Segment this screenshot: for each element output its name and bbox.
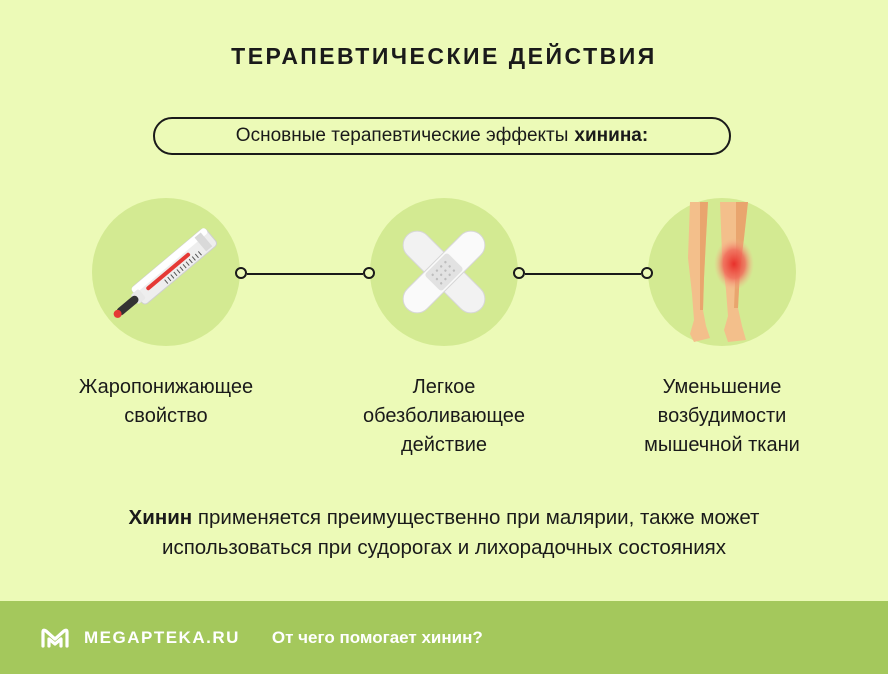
logo-icon (41, 628, 69, 648)
bandage-icon (402, 230, 486, 314)
effect-circle-fever (92, 198, 240, 346)
connector-line (247, 273, 363, 275)
footer-bar: MEGAPTEKA.RU От чего помогает хинин? (0, 601, 888, 674)
effect-label-fever: Жаропонижающее свойство (78, 376, 254, 427)
summary-bold: Хинин (128, 506, 193, 529)
connector-dot (363, 267, 375, 279)
connector-dot (235, 267, 247, 279)
effect-circle-muscle (648, 198, 796, 346)
thermometer-icon (113, 228, 218, 318)
leg-icon (688, 202, 754, 342)
connector-line (525, 273, 641, 275)
subtitle-pill: Основные терапевтические эффекты хинина: (153, 117, 731, 155)
summary-text: Хинин применяется преимущественно при ма… (128, 506, 760, 559)
subtitle-text: Основные терапевтические эффекты (235, 125, 569, 146)
subtitle-bold: хинина: (574, 125, 649, 146)
effect-label-pain: Легкое обезболивающее действие (363, 376, 525, 456)
brand-link[interactable]: MEGAPTEKA.RU (84, 627, 240, 647)
effect-label-muscle: Уменьшение возбудимости мышечной ткани (644, 376, 800, 456)
page-title: ТЕРАПЕВТИЧЕСКИЕ ДЕЙСТВИЯ (231, 43, 657, 69)
connector-dot (513, 267, 525, 279)
connector-dot (641, 267, 653, 279)
effect-circle-pain (370, 198, 518, 346)
footer-tagline: От чего помогает хинин? (271, 627, 483, 647)
